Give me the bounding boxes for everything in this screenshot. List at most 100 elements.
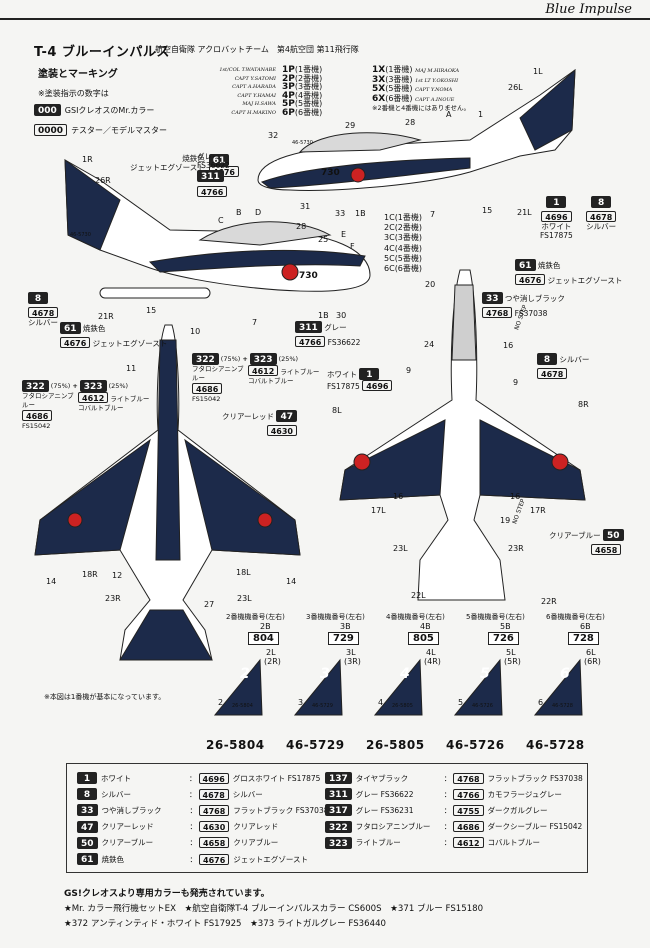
crew-name: CAPT Y.NOMA — [415, 87, 453, 94]
crew-code: 1X — [372, 65, 386, 75]
paint-callout-33: 33 つや消しブラック 4768 FS37038 — [482, 292, 565, 319]
paint-name: グレー — [324, 323, 347, 332]
paint-code: 323 — [79, 380, 107, 392]
paint-code: 137 — [325, 772, 352, 785]
tail-header: 5番機機番号(左右) — [466, 613, 525, 621]
paint-sub: FS15042 — [192, 395, 221, 403]
callout: 16 — [393, 492, 404, 501]
crew-tag: (5番機) — [294, 99, 323, 109]
tail-box-label: 2B — [260, 622, 271, 631]
c-tag: (3番機) — [394, 233, 423, 243]
paint-fs-name: フラットブラック FS37038 — [233, 805, 329, 815]
c-tag: (5番機) — [394, 253, 423, 263]
paint-fs: 4676 — [199, 853, 230, 865]
footer-line: ★Mr. カラー飛行機セットEX ★航空自衛隊T-4 ブルーインパルスカラー C… — [64, 904, 484, 914]
callout: 32 — [268, 131, 279, 140]
callout: 18R — [82, 570, 98, 579]
crew-mechanic-numbers: 1X(1番機) MAJ M.HIRAOKA 3X(3番機) 1st LT Y.O… — [372, 65, 471, 113]
page-subtitle: 航空自衛隊 アクロバットチーム 第4航空団 第11飛行隊 — [155, 45, 359, 54]
crew-name: 1st LT Y.OKOSHI — [415, 77, 459, 84]
legend-code-box: 0000 — [34, 124, 68, 136]
paint-callout-311a: グレー FS36622 311 4766 — [197, 152, 230, 197]
crew-name: CAPT A.HARADA — [232, 84, 276, 91]
paint-fs-name: グロスホワイト FS17875 — [232, 773, 321, 783]
separator: ： — [189, 822, 198, 832]
tail-small-serial: 26-5805 — [392, 703, 413, 709]
paint-fs: 4696 — [198, 772, 229, 784]
paint-code: 1 — [359, 368, 380, 380]
crew-tag: (6番機) — [385, 93, 413, 103]
callout: 23L — [393, 544, 408, 553]
paint-fs: 4678 — [586, 211, 617, 222]
paint-fs-name: クリアブルー — [233, 838, 279, 848]
separator: ： — [189, 789, 197, 799]
callout: 26L — [508, 83, 523, 92]
callout: 28 — [296, 222, 307, 231]
tail-leader: 4 — [378, 698, 384, 707]
tail-fin — [373, 658, 423, 716]
separator: ： — [443, 838, 452, 848]
c-code: 1C — [384, 213, 395, 222]
callout: 14 — [286, 577, 297, 586]
paint-code: 323 — [325, 836, 352, 849]
paint-fs: 4630 — [199, 821, 230, 833]
callout: 20 — [425, 280, 436, 289]
paint-code: 33 — [482, 292, 503, 304]
crew-note: ※2番機と4番機にはありません。 — [372, 104, 471, 113]
paint-callout-50: クリアーブルー 50 4658 — [549, 529, 624, 556]
separator: ： — [443, 805, 452, 815]
paint-fs: 4630 — [266, 425, 297, 436]
paint-name: クリアーブルー — [101, 838, 154, 848]
crew-code: 3P — [282, 82, 295, 93]
paint-code: 61 — [60, 322, 81, 334]
c-tag: (1番機) — [394, 213, 423, 222]
tail-serial: 46-5726 — [446, 738, 505, 752]
paint-name: クリアーブルー — [549, 531, 601, 540]
tail-side-label: 4L — [426, 648, 436, 657]
callout: 21R — [98, 312, 114, 321]
side-view-mid-tail-dark — [64, 158, 121, 251]
callout: 730 — [299, 271, 318, 281]
callout: F — [350, 242, 355, 251]
paint-sub: FS17875 — [327, 382, 360, 391]
paint-fs-name: フラットブラック FS37038 — [487, 773, 583, 783]
paint-sub: ジェットエグゾースト — [130, 163, 205, 172]
crew-pilot-numbers: 1P(1番機) 2P(2番機) 3P(3番機) 4P(4番機) 5P(5番機) … — [282, 65, 323, 118]
tail-side-label: 5L — [506, 648, 516, 657]
tail-fin-digit: 3 — [320, 666, 330, 682]
paint-fs: 4768 — [453, 772, 484, 784]
tail-leader: 3 — [298, 698, 304, 707]
tail-leader: 6 — [538, 698, 544, 707]
paint-name: グレー FS36622 — [355, 789, 414, 799]
paint-fs: 4612 — [248, 365, 279, 376]
side-view-top-belly-stripe — [260, 157, 471, 189]
paint-name: シルバー — [586, 222, 617, 231]
tail-fin — [453, 658, 503, 716]
callout: 9 — [513, 378, 519, 387]
callout: 22L — [411, 591, 426, 600]
tail-header: 6番機機番号(左右) — [546, 613, 605, 621]
paint-name: フタロシアニンブルー — [355, 822, 431, 832]
callout: 1B — [355, 209, 366, 218]
tail-side-label: 6L — [586, 648, 596, 657]
paint-name: ホワイト — [541, 222, 572, 231]
callout: E — [341, 230, 347, 239]
callout: 23L — [237, 594, 252, 603]
tail-number-box: 726 — [488, 632, 519, 645]
tail-side-label: (3R) — [344, 657, 361, 666]
callout: C — [218, 216, 224, 225]
paint-code: 1 — [546, 196, 567, 208]
callout: 11 — [126, 364, 137, 373]
side-view-top-canopy — [298, 132, 422, 153]
callout: 12 — [112, 571, 123, 580]
paint-fs-name: ジェットエグゾースト — [233, 854, 308, 864]
paint-callout-61c: 61 焼鉄色 4676 ジェットエグゾースト — [515, 259, 622, 286]
separator: ： — [189, 854, 198, 864]
crew-tag: (4番機) — [294, 90, 323, 100]
tail-side-label: 2L — [266, 648, 276, 657]
